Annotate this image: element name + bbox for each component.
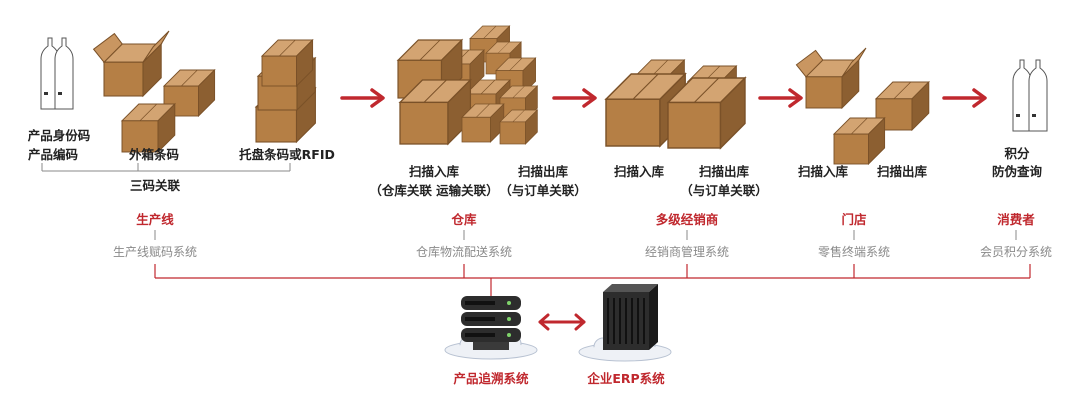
node-consumer: 消费者 bbox=[997, 212, 1035, 227]
server-icon bbox=[578, 284, 672, 362]
points-label: 积分 bbox=[1004, 146, 1030, 161]
system-retail-terminal: 零售终端系统 bbox=[817, 245, 891, 259]
node-warehouse: 仓库 bbox=[451, 212, 477, 227]
warehouse-out-note: （与订单关联） bbox=[499, 183, 587, 198]
system-member-points: 会员积分系统 bbox=[979, 245, 1053, 259]
box-icon bbox=[93, 30, 216, 153]
system-warehouse-logistics: 仓库物流配送系统 bbox=[415, 245, 513, 259]
warehouse-in-note: （仓库关联 运输关联） bbox=[369, 183, 499, 198]
warehouse-out-label: 扫描出库 bbox=[517, 164, 569, 179]
carton-code-label: 外箱条码 bbox=[128, 147, 180, 162]
bottle-icon bbox=[40, 37, 74, 110]
distributor-in-label: 扫描入库 bbox=[613, 164, 665, 179]
product-number-label: 产品编码 bbox=[27, 147, 79, 162]
box-icon bbox=[255, 39, 316, 143]
box-icon bbox=[795, 47, 930, 165]
system-bus bbox=[154, 264, 1031, 298]
node-store: 门店 bbox=[841, 212, 867, 227]
node-ticks bbox=[154, 230, 1017, 240]
box-icon bbox=[397, 25, 538, 145]
box-icon bbox=[605, 59, 746, 149]
distributor-out-note: （与订单关联） bbox=[680, 183, 768, 198]
trace-system-label: 产品追溯系统 bbox=[453, 371, 529, 386]
system-production-coding: 生产线赋码系统 bbox=[112, 245, 198, 259]
node-production-line: 生产线 bbox=[136, 212, 174, 227]
joint-bracket bbox=[41, 163, 291, 172]
joint-label: 三码关联 bbox=[129, 178, 181, 193]
pallet-code-label: 托盘条码或RFID bbox=[239, 147, 335, 162]
warehouse-in-label: 扫描入库 bbox=[408, 164, 460, 179]
store-in-label: 扫描入库 bbox=[797, 164, 849, 179]
double-arrow-icon bbox=[538, 313, 586, 331]
store-out-label: 扫描出库 bbox=[876, 164, 928, 179]
distributor-out-label: 扫描出库 bbox=[698, 164, 750, 179]
node-distributor: 多级经销商 bbox=[655, 212, 719, 227]
product-code-label: 产品身份码 bbox=[27, 128, 91, 143]
system-distributor-management: 经销商管理系统 bbox=[644, 245, 730, 259]
server-icon bbox=[444, 296, 538, 360]
arrow-right-icon bbox=[942, 88, 987, 108]
arrow-right-icon bbox=[552, 88, 597, 108]
arrow-right-icon bbox=[758, 88, 803, 108]
erp-system-label: 企业ERP系统 bbox=[587, 371, 665, 386]
bottle-icon bbox=[1012, 59, 1048, 132]
anti-counterfeit-label: 防伪查询 bbox=[991, 164, 1043, 179]
arrow-right-icon bbox=[340, 88, 385, 108]
